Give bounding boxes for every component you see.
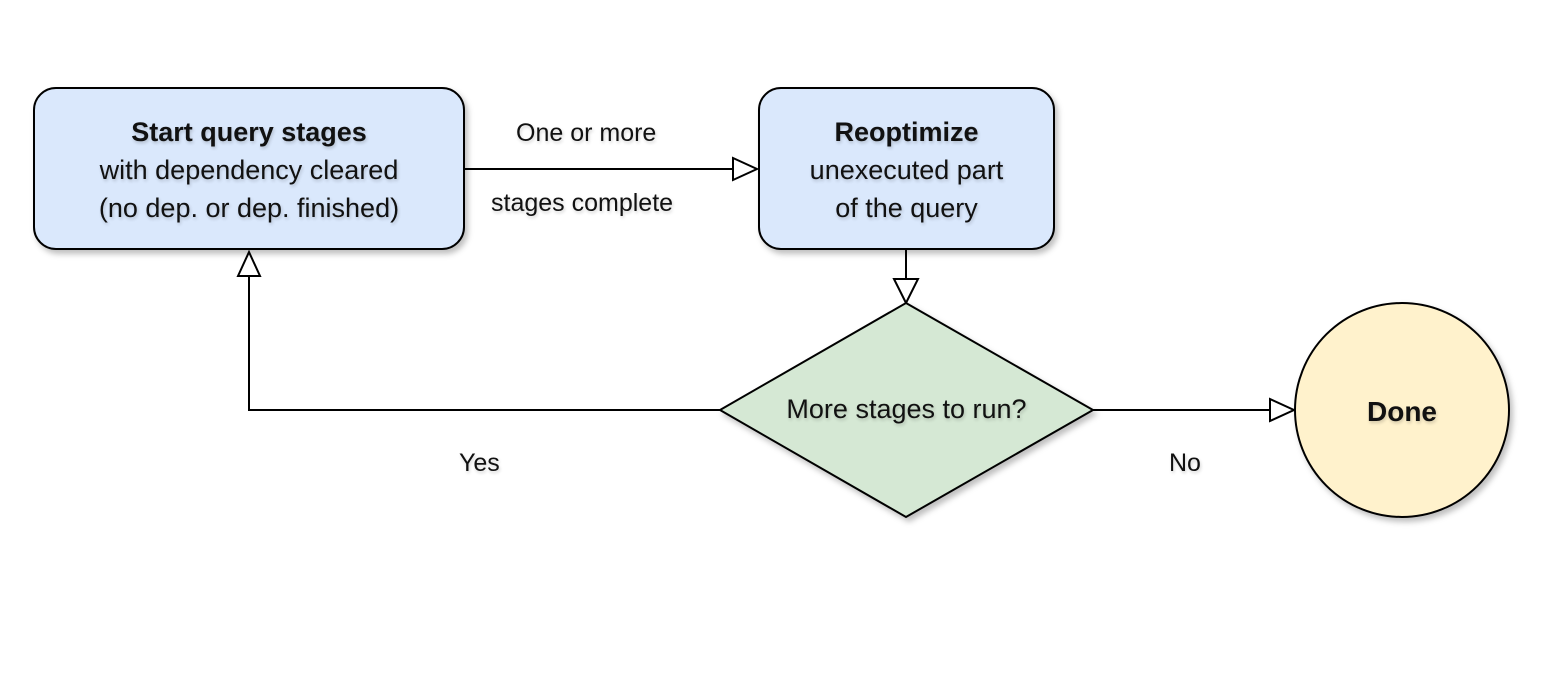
decision-node-label: More stages to run? <box>786 394 1027 424</box>
edge-reoptimize-to-decision <box>892 249 920 306</box>
edge-label-stages-complete: stages complete <box>491 189 674 217</box>
decision-node <box>717 301 1096 519</box>
reoptimize-node-line2: unexecuted part <box>809 155 1004 185</box>
edge-start-to-reoptimize <box>464 156 760 182</box>
arrowhead-icon <box>1269 397 1297 423</box>
edge-label-no: No <box>1169 449 1201 477</box>
reoptimize-node-title: Reoptimize <box>834 117 979 147</box>
edge-label-one-or-more: One or more <box>516 119 657 147</box>
edge-decision-to-start <box>236 249 720 411</box>
start-query-stages-node <box>33 87 465 250</box>
arrowhead-icon <box>732 156 760 182</box>
start-node-line3: (no dep. or dep. finished) <box>98 193 400 223</box>
reoptimize-node-line3: of the query <box>835 193 978 223</box>
done-node <box>1294 302 1510 518</box>
done-node-label: Done <box>1367 396 1437 427</box>
reoptimize-node <box>758 87 1055 250</box>
reoptimize-node-text: Reoptimize unexecuted part of the query <box>759 113 1054 227</box>
arrowhead-icon <box>236 249 262 277</box>
edge-decision-to-done <box>1093 397 1297 423</box>
start-node-text: Start query stages with dependency clear… <box>34 113 464 227</box>
start-node-title: Start query stages <box>131 117 367 147</box>
arrowhead-icon <box>892 278 920 306</box>
start-node-line2: with dependency cleared <box>99 155 399 185</box>
edge-label-yes: Yes <box>459 449 500 477</box>
